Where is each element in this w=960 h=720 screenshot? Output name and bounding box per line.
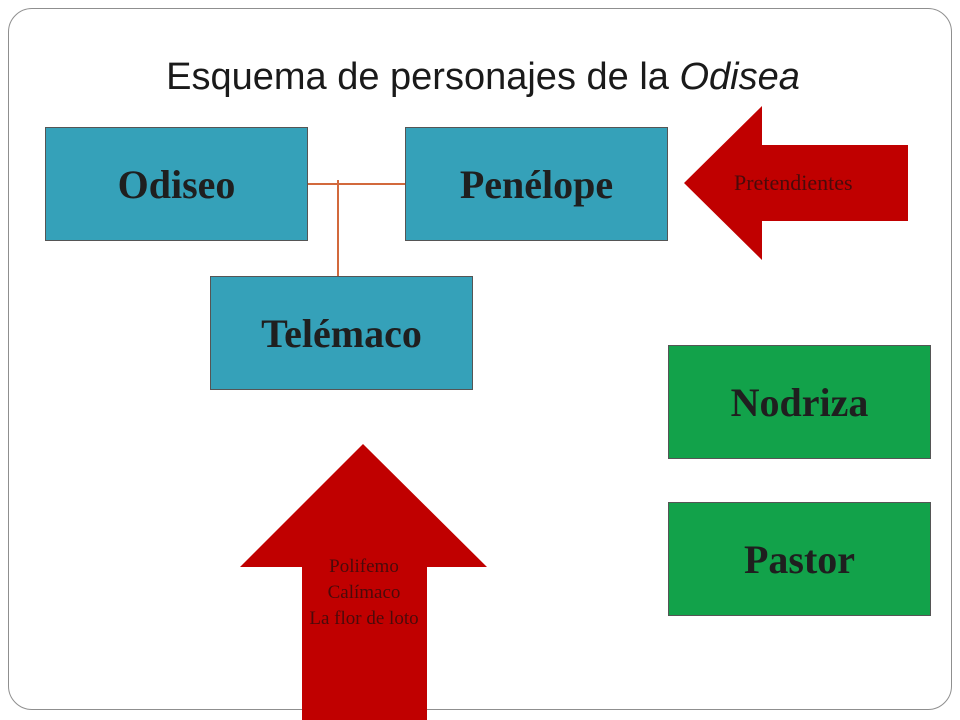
episode-item: Polifemo	[329, 556, 399, 577]
node-telemaco: Telémaco	[210, 276, 473, 390]
child-line	[337, 180, 339, 277]
episode-item: Calímaco	[327, 582, 401, 603]
node-pastor: Pastor	[668, 502, 931, 616]
node-penelope: Penélope	[405, 127, 668, 241]
pretendientes-arrow	[684, 106, 908, 260]
episode-item: La flor de loto	[309, 608, 419, 629]
node-odiseo: Odiseo	[45, 127, 308, 241]
pretendientes-label: Pretendientes	[734, 170, 853, 195]
marriage-line	[307, 183, 405, 185]
episodes-arrow	[240, 444, 487, 720]
title-text: Esquema de personajes de la	[166, 56, 680, 98]
node-nodriza: Nodriza	[668, 345, 931, 459]
page-title: Esquema de personajes de la Odisea	[0, 52, 960, 102]
episodes-label: Polifemo Calímaco La flor de loto	[305, 554, 423, 632]
title-italic-text: Odisea	[679, 56, 800, 98]
